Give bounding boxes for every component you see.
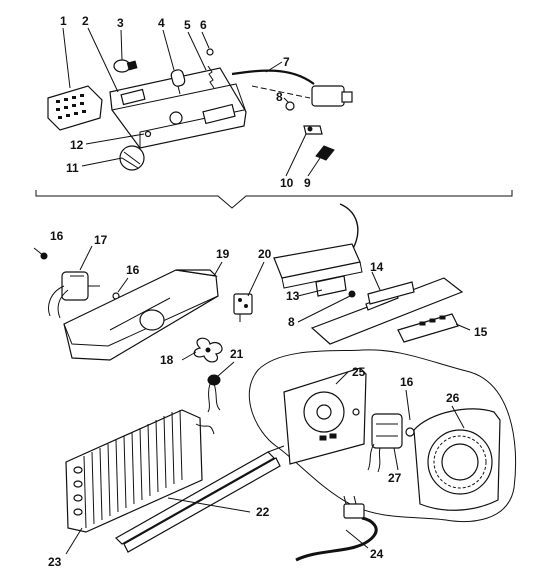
part-vent-cover xyxy=(397,313,459,343)
part-duct-cover xyxy=(367,281,415,305)
part-spring-clip xyxy=(207,65,215,89)
part-defrost-sensor xyxy=(207,374,221,413)
callout-labels: 1 2 3 4 5 6 7 8 9 10 11 12 16 17 16 19 2… xyxy=(48,14,488,569)
part-fan-blade xyxy=(193,337,223,363)
part-nut-mid xyxy=(348,290,356,298)
callout-14: 14 xyxy=(370,260,384,274)
leader-lines-middle xyxy=(79,245,471,377)
callout-12: 12 xyxy=(70,138,84,152)
part-lamp-socket xyxy=(170,69,186,95)
part-thermostat xyxy=(231,69,353,107)
part-small-pin xyxy=(144,130,152,138)
part-light-shield xyxy=(47,85,103,131)
callout-4: 4 xyxy=(158,16,165,30)
callout-2: 2 xyxy=(82,14,89,28)
callout-20: 20 xyxy=(258,247,272,261)
part-control-housing xyxy=(109,67,247,149)
callout-7: 7 xyxy=(283,55,290,69)
callout-17: 17 xyxy=(94,233,108,247)
part-screw-right xyxy=(352,408,360,416)
callout-8: 8 xyxy=(276,90,283,104)
callout-5: 5 xyxy=(184,18,191,32)
callout-16-left: 16 xyxy=(50,229,64,243)
callout-19: 19 xyxy=(216,247,230,261)
callout-21: 21 xyxy=(230,347,244,361)
part-power-cord xyxy=(295,495,378,562)
callout-16-mid: 16 xyxy=(126,263,140,277)
callout-27: 27 xyxy=(388,471,402,485)
callout-6: 6 xyxy=(200,18,207,32)
callout-10: 10 xyxy=(280,176,294,190)
grouping-brace xyxy=(35,190,513,209)
callout-23: 23 xyxy=(48,555,62,569)
part-fan-housing xyxy=(283,367,367,465)
callout-16-right: 16 xyxy=(400,375,414,389)
leader-lines-top xyxy=(62,27,321,177)
leader-lines-bottom xyxy=(65,497,369,555)
part-clip xyxy=(303,125,323,135)
callout-25: 25 xyxy=(352,365,366,379)
part-grille-cover xyxy=(413,408,501,511)
callout-15: 15 xyxy=(474,325,488,339)
callout-13: 13 xyxy=(286,289,300,303)
grouping-outline xyxy=(248,349,517,522)
part-fan-motor xyxy=(48,271,100,319)
callout-11: 11 xyxy=(66,161,79,175)
part-nut-top xyxy=(285,101,295,111)
part-light-bulb xyxy=(113,59,138,73)
callout-8-mid: 8 xyxy=(288,315,295,329)
callout-24: 24 xyxy=(370,547,384,561)
part-defrost-heater xyxy=(115,445,285,553)
part-terminal-block xyxy=(233,293,253,322)
callout-9: 9 xyxy=(304,176,311,190)
callout-1: 1 xyxy=(60,14,67,28)
callout-26: 26 xyxy=(446,391,460,405)
part-control-knob xyxy=(119,145,145,171)
part-bracket xyxy=(315,145,335,161)
part-evaporator xyxy=(65,409,215,533)
part-evap-fan-motor xyxy=(367,413,415,473)
part-air-duct xyxy=(273,243,363,297)
part-small-ring xyxy=(206,48,214,56)
callout-3: 3 xyxy=(117,16,124,30)
callout-22: 22 xyxy=(256,505,270,519)
callout-18: 18 xyxy=(160,353,174,367)
part-fan-shroud xyxy=(63,269,219,361)
leader-lines-lower-right xyxy=(335,371,465,471)
